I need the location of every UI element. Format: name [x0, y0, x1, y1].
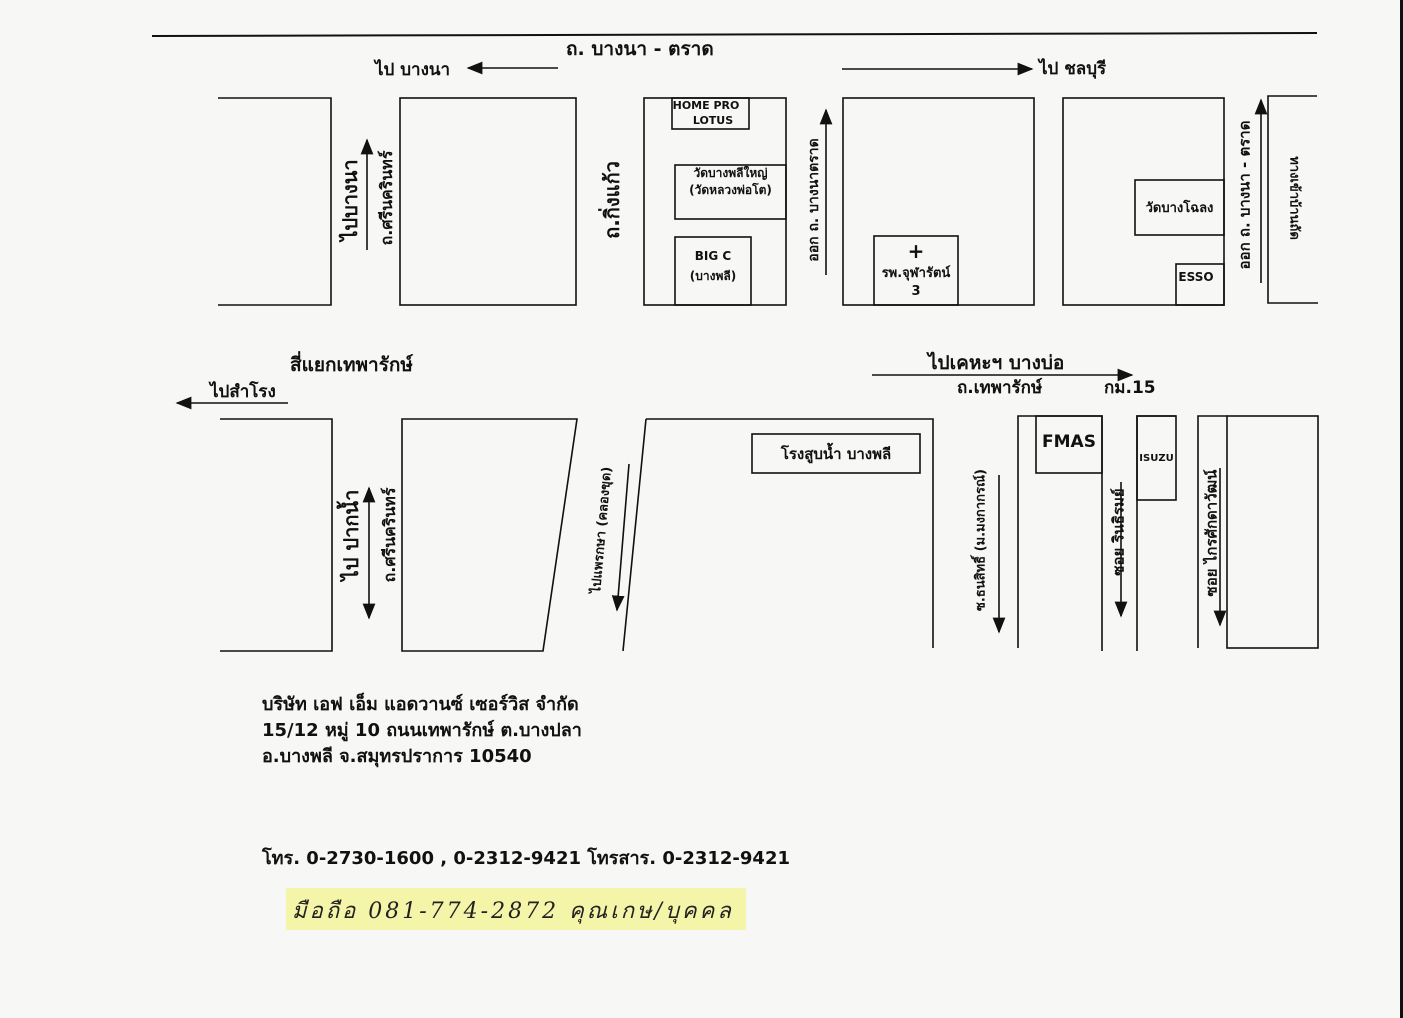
label-theparak-intersection: สี่แยกเทพารักษ์ — [290, 354, 413, 376]
page-edge — [1400, 0, 1403, 1018]
hospital-label: + รพ.จุฬารัตน์ 3 — [868, 238, 964, 300]
isuzu-label: ISUZU — [1139, 453, 1174, 464]
esso-box — [1175, 263, 1225, 306]
label-to-chonburi: ไป ชลบุรี — [1039, 59, 1107, 79]
mobile-highlight — [286, 888, 746, 930]
address-line2: อ.บางพลี จ.สมุทรปราการ 10540 — [262, 746, 532, 767]
bigc-line2: (บางพลี) — [689, 269, 737, 284]
label-soi-rinthirom: ซอย รินธิรมย์ — [1109, 488, 1128, 576]
arrow-phraeksa — [611, 463, 630, 612]
block-bottom-right-line — [1197, 415, 1227, 648]
pump-station-box — [751, 433, 921, 474]
label-srinakarin-bottom: ถ.ศรีนครินทร์ — [380, 487, 399, 583]
label-to-bangna-vert: ไปบางนา — [338, 159, 362, 241]
esso-label: ESSO — [1178, 270, 1214, 284]
label-to-bangna: ไป บางนา — [375, 60, 451, 80]
bigc-line1: BIG C — [694, 249, 732, 263]
label-srinakarin-top: ถ.ศรีนครินทร์ — [377, 150, 396, 246]
label-soi-thanasit: ซ.ธนสิทธิ์ (ม.มงกากรณ์) — [973, 469, 989, 611]
homepro-line2: LOTUS — [692, 113, 734, 127]
homepro-line1: HOME PRO — [672, 99, 740, 112]
block-top-6 — [1267, 95, 1318, 304]
address-line1: 15/12 หมู่ 10 ถนนเทพารักษ์ ต.บางปลา — [262, 720, 582, 741]
fmas-label: FMAS — [1042, 432, 1096, 452]
pump-station-label: โรงสูบน้ำ บางพลี — [780, 445, 892, 463]
bigc-label: BIG C (บางพลี) — [675, 246, 751, 287]
wat-bangphli-label: วัดบางพลีใหญ่ (วัดหลวงพ่อโต) — [675, 165, 786, 200]
phone-fax: โทร. 0-2730-1600 , 0-2312-9421 โทรสาร. 0… — [262, 848, 790, 869]
label-theparak-road: ถ.เทพารักษ์ — [957, 378, 1043, 398]
hospital-line2: 3 — [911, 283, 921, 299]
bangna-trad-road-line — [151, 32, 1318, 37]
isuzu-box — [1136, 415, 1177, 501]
hospital-box — [873, 235, 959, 306]
label-to-samrong: ไปสำโรง — [210, 382, 276, 402]
block-bottom-right — [1226, 415, 1319, 649]
wat-bangchalong-box — [1134, 179, 1225, 236]
wat-bangphli-line1: วัดบางพลีใหญ่ — [693, 166, 768, 180]
label-to-paknam: ไป ปากน้ำ — [339, 489, 363, 581]
block-bottom-2 — [401, 418, 578, 652]
hospital-cross-icon: + — [907, 239, 925, 263]
fmas-box — [1035, 415, 1103, 474]
label-right-side: ทางเข้าบ้านถัด — [1286, 156, 1302, 240]
company-name: บริษัท เอฟ เอ็ม แอดวานซ์ เซอร์วิส จำกัด — [262, 694, 579, 715]
wat-bangchalong-label: วัดบางโฉลง — [1145, 201, 1214, 216]
label-km15: กม.15 — [1104, 378, 1156, 398]
label-kingkaew: ถ.กิ่งแก้ว — [600, 161, 624, 239]
block-top-2 — [399, 97, 577, 306]
homepro-box — [671, 97, 750, 130]
hospital-line1: รพ.จุฬารัตน์ — [881, 266, 951, 281]
bigc-box — [674, 236, 752, 306]
block-bottom-1 — [220, 418, 333, 652]
label-soi-kraisakdawat: ซอย ไกรศักดาวัฒน์ — [1202, 469, 1221, 597]
label-to-kheha: ไปเคหะฯ บางบ่อ — [928, 352, 1065, 374]
homepro-label: HOME PRO LOTUS — [672, 99, 740, 129]
mobile-handwritten: มือถือ 081-774-2872 คุณเกษ/บุคคล — [292, 899, 734, 924]
road-label-bangna-trad: ถ. บางนา - ตราด — [566, 38, 714, 60]
label-exit-bangna-1: ออก ถ. บางนาตราด — [806, 138, 822, 262]
wat-bangphli-box — [674, 164, 787, 220]
block-bottom-3 — [646, 418, 934, 648]
road-diag-left — [622, 418, 647, 652]
block-top-1 — [218, 97, 332, 306]
wat-bangphli-line2: (วัดหลวงพ่อโต) — [689, 183, 772, 198]
label-exit-bangna-2: ออก ถ. บางนา - ตราด — [1235, 120, 1254, 270]
